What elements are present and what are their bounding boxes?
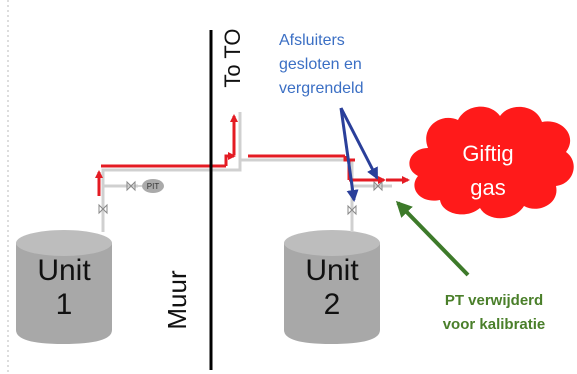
valves-label-line3: vergrendeld [279,80,364,97]
valve-icon [347,204,357,216]
valves-label-line2: gesloten en [279,56,362,73]
pit-label: PIT [147,182,160,191]
pit-instrument-icon: PIT [138,179,164,193]
unit-1-tank: Unit 1 [16,230,112,344]
unit-2-label-line1: Unit [305,254,359,287]
valves-label-line1: Afsluiters [279,32,345,49]
flow-arrow-to-wall [224,152,236,166]
valve-icon [126,180,136,192]
to-to-label: To TO [220,28,245,87]
gas-cloud-icon: Giftig gas [409,106,574,219]
pt-label-line1: PT verwijderd [445,292,543,309]
wall-label: Muur [162,270,192,330]
valve-callout-arrows [339,107,379,202]
pt-callout-arrow [395,200,470,277]
flow-line-bend [343,156,355,162]
gas-label-line2: gas [470,175,505,200]
unit-2-label-line2: 2 [324,288,341,321]
valve-icon [98,203,108,215]
pt-label-line2: voor kalibratie [443,316,546,333]
callout-arrow-top-valve [339,107,379,180]
piping [101,112,392,232]
unit-1-label-line2: 1 [56,288,73,321]
gas-label-line1: Giftig [462,141,513,166]
unit-2-tank: Unit 2 [284,230,380,344]
callout-arrow-bottom-valve [339,107,359,202]
unit-1-label-line1: Unit [37,254,91,287]
